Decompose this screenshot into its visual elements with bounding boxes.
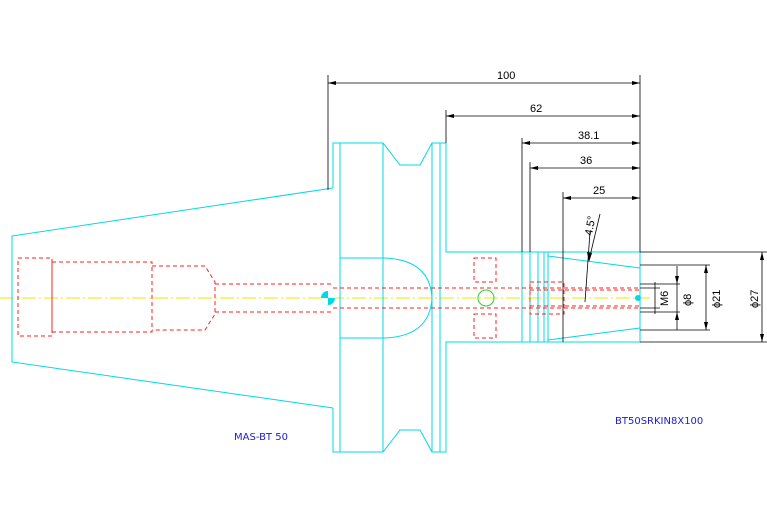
dim-38-1-label: 38.1 (578, 130, 599, 142)
dim-100-label: 100 (497, 70, 515, 82)
flange-body (332, 142, 641, 453)
dimension-dia21: ϕ21 (640, 264, 723, 331)
dimension-38-1: 38.1 (521, 130, 640, 252)
dimension-62: 62 (445, 103, 640, 143)
dim-62-label: 62 (530, 103, 542, 115)
dia21-label: ϕ21 (711, 290, 723, 308)
dimension-25: 25 (562, 185, 640, 342)
angle-annotation: 4.5° (583, 213, 601, 303)
dimension-100: 100 (327, 70, 641, 252)
angle-label: 4.5° (583, 215, 598, 236)
model-number-label: BT50SRKIN8X100 (615, 416, 703, 427)
center-marker (321, 291, 641, 305)
coolant-port (477, 289, 495, 307)
taper-shank (11, 187, 334, 409)
dimension-dia27: ϕ27 (640, 251, 767, 343)
dim-36-label: 36 (580, 155, 592, 167)
dimension-36: 36 (529, 155, 640, 252)
dimension-m6: M6 (640, 282, 671, 314)
hidden-bore (17, 257, 640, 339)
dia8-label: ϕ8 (682, 294, 694, 306)
dim-25-label: 25 (593, 185, 605, 197)
dia27-label: ϕ27 (749, 290, 761, 308)
m6-label: M6 (659, 291, 671, 306)
dimension-dia8: ϕ8 (640, 266, 694, 330)
holder-type-label: MAS-BT 50 (234, 432, 288, 443)
